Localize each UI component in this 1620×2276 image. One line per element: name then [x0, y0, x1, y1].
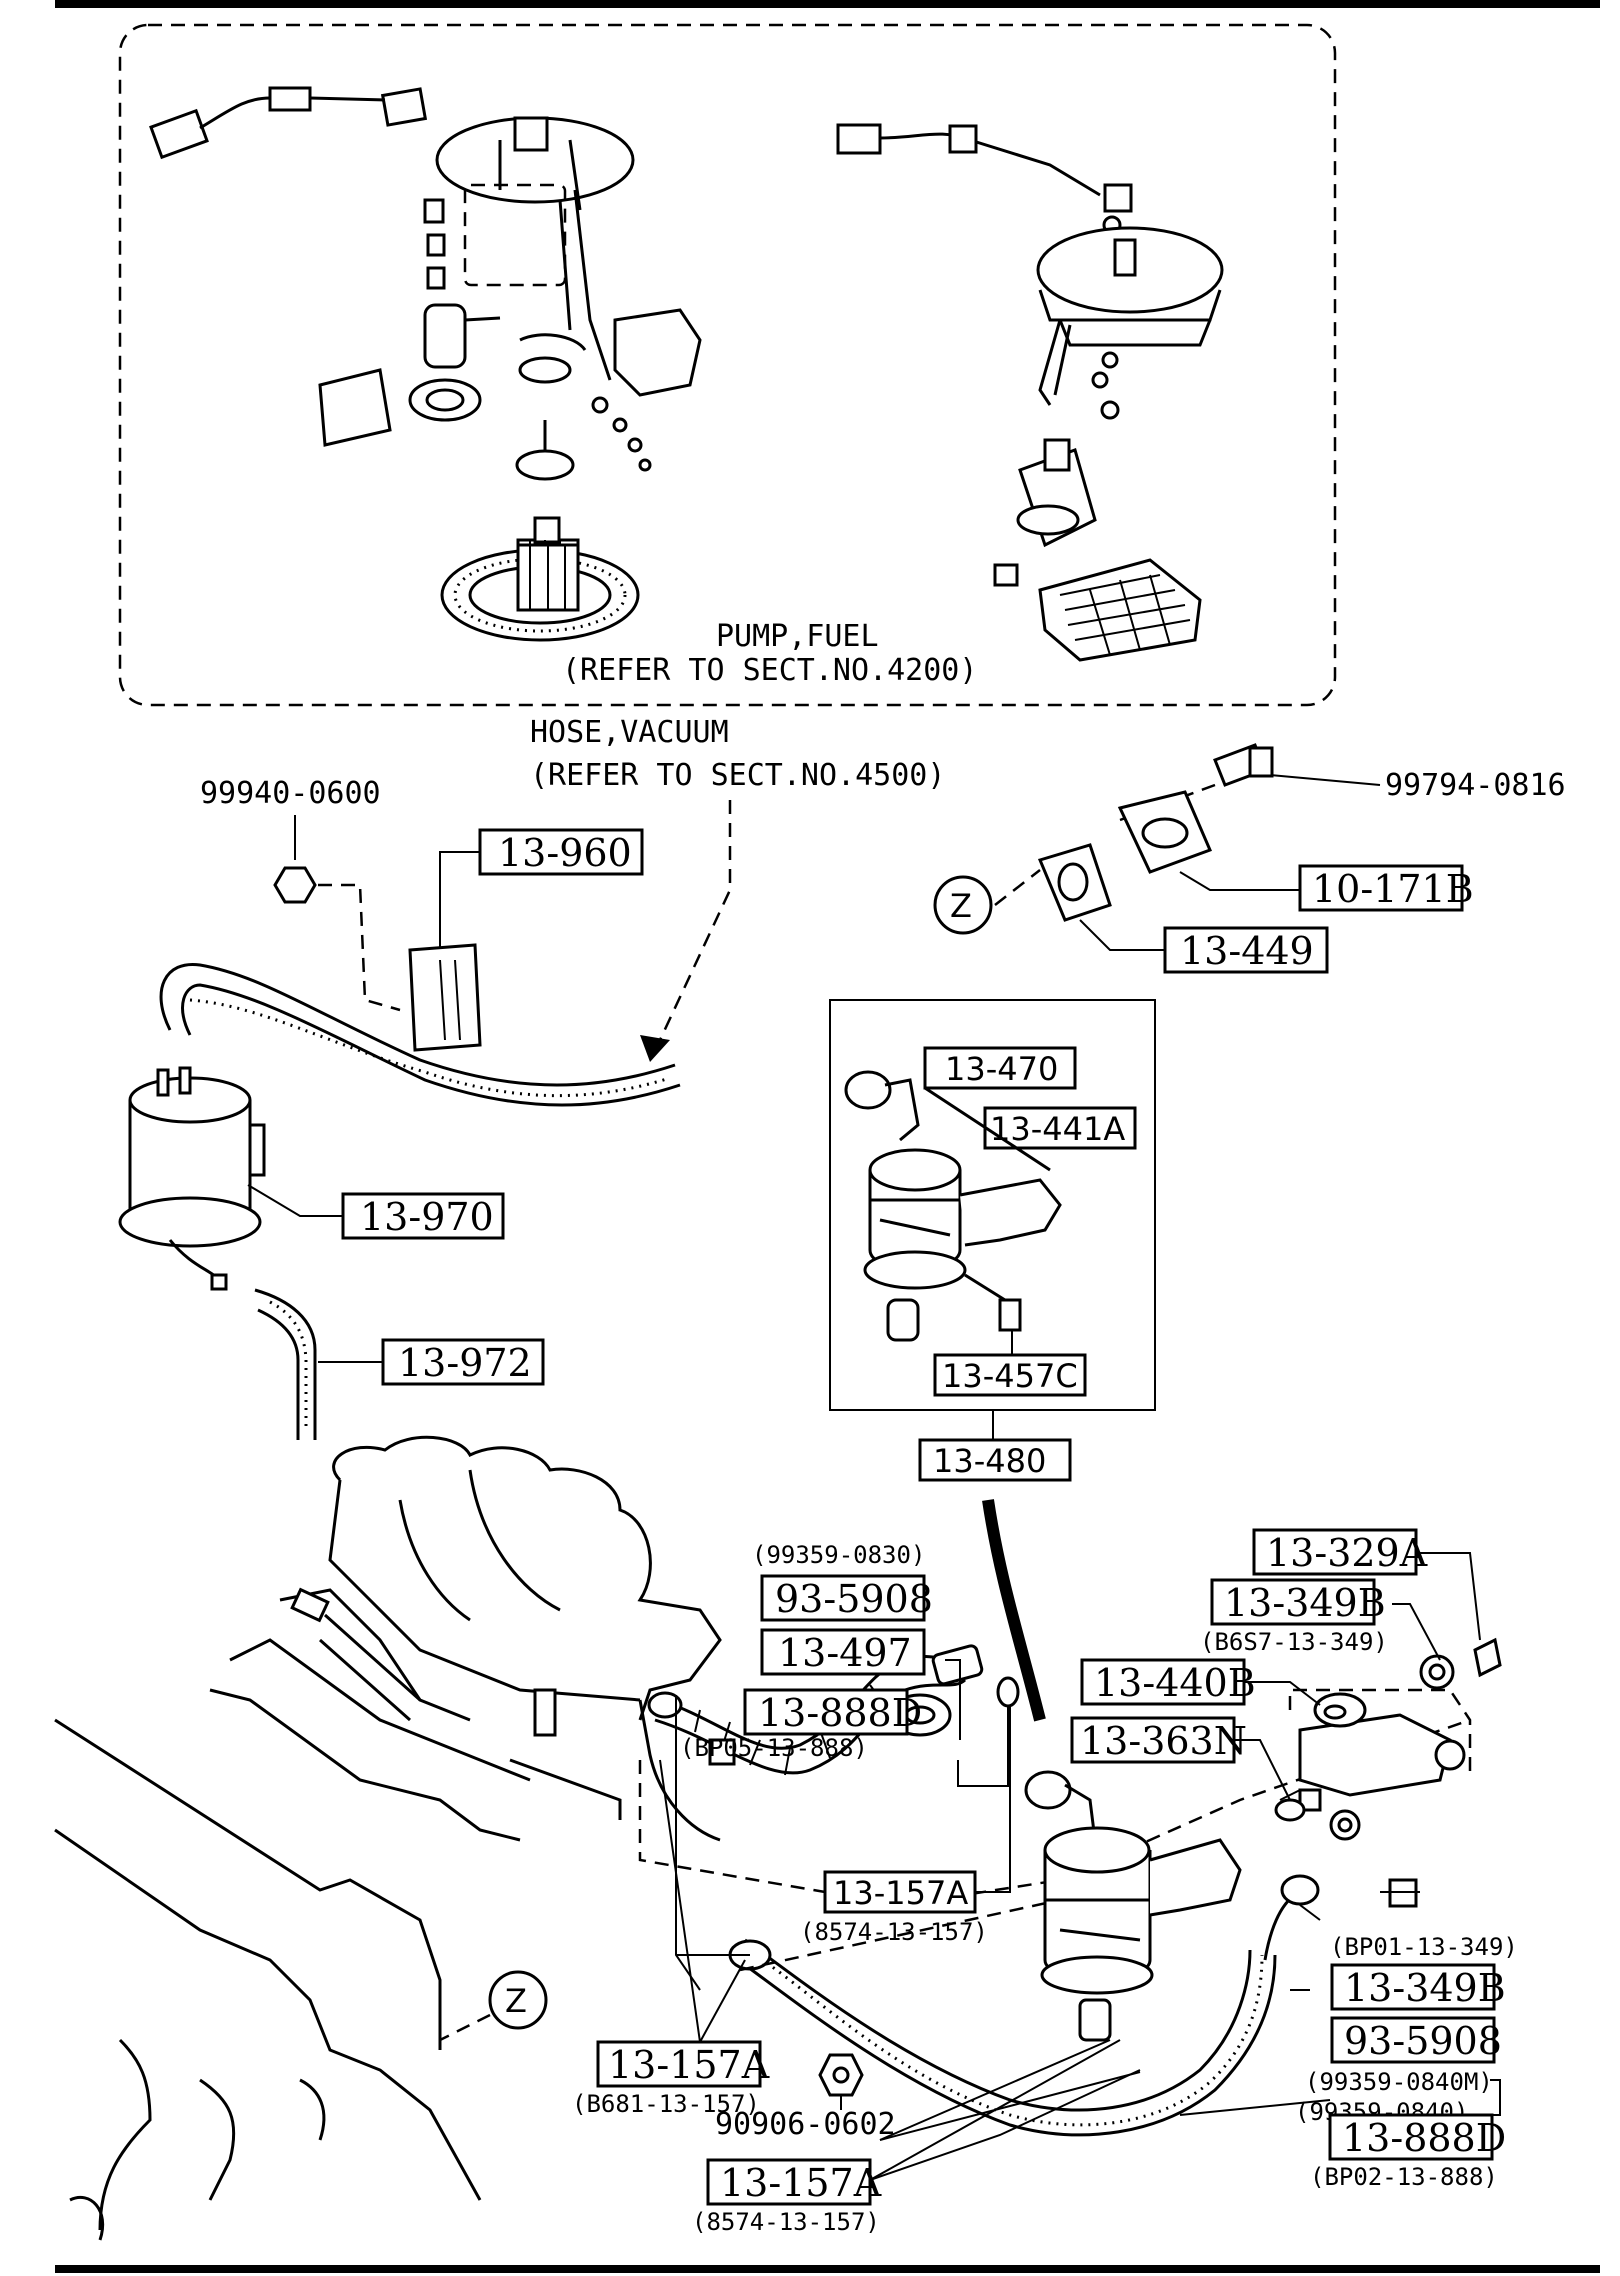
callout-box-13-440b	[1080, 1658, 1246, 1706]
callout-13-349b-b: 13-349B	[1344, 1966, 1506, 2010]
callout-box-10-171b	[1298, 864, 1464, 912]
callout-box-13-349b-a	[1210, 1578, 1376, 1626]
hose-13-888d-lower	[744, 1938, 1277, 2137]
solenoid-valve-upper	[844, 1070, 1062, 1342]
hose-13-972	[254, 1288, 317, 1440]
callout-13-157a-b: 13-157A	[608, 2043, 770, 2087]
callout-bp05-13-888: (BP05-13-888)	[680, 1734, 868, 1762]
callout-bp01-13-349: (BP01-13-349)	[1330, 1933, 1518, 1961]
callout-13-888d-a: 13-888D	[758, 1691, 922, 1735]
callout-99359-0830: (99359-0830)	[752, 1541, 925, 1569]
callout-13-960: 13-960	[498, 831, 632, 875]
callout-13-363n: 13-363N	[1080, 1719, 1247, 1763]
callout-8574-13-157-b: (8574-13-157)	[692, 2208, 880, 2236]
callout-box-13-157a-a	[823, 1870, 977, 1914]
z-marker-lower-label: Z	[505, 1982, 527, 2020]
fuel-pump-assembly-left	[149, 86, 702, 642]
callout-13-441a: 13-441A	[990, 1110, 1125, 1148]
callout-box-13-970	[341, 1192, 505, 1240]
top-border	[55, 0, 1600, 8]
fuel-pump-subgroup-dashed	[463, 183, 567, 287]
pump-fuel-reference: (REFER TO SECT.NO.4200)	[562, 653, 977, 688]
callout-13-440b: 13-440B	[1094, 1661, 1256, 1705]
bracket-assembly-right	[1274, 1637, 1502, 1908]
callout-box-93-5908-b	[1330, 2016, 1496, 2064]
callout-b6s7-13-349: (B6S7-13-349)	[1200, 1628, 1388, 1656]
fuel-pump-assembly-right	[836, 123, 1224, 662]
hose-vacuum-leader	[658, 800, 732, 1041]
assembly-pointer	[982, 1499, 1046, 1722]
callout-box-13-157a-b	[596, 2040, 762, 2088]
callout-13-972: 13-972	[398, 1341, 532, 1385]
callout-13-497: 13-497	[778, 1631, 912, 1675]
solenoid-valve-lower	[1024, 1770, 1242, 2042]
pump-fuel-title: PUMP,FUEL	[716, 619, 879, 654]
callout-13-349b-a: 13-349B	[1224, 1581, 1386, 1625]
bracket-13-960	[408, 943, 482, 1052]
callout-box-93-5908-a	[760, 1574, 926, 1622]
callout-box-13-349b-b	[1330, 1963, 1496, 2011]
callout-99359-0840m: (99359-0840M)	[1305, 2068, 1493, 2096]
callout-box-13-470	[923, 1046, 1077, 1090]
callout-box-13-441a	[983, 1106, 1137, 1150]
callout-bp02-13-888: (BP02-13-888)	[1310, 2163, 1498, 2191]
hose-vacuum-title: HOSE,VACUUM	[530, 715, 729, 750]
bottom-border	[55, 2265, 1600, 2273]
callout-13-480: 13-480	[933, 1442, 1046, 1480]
z-marker-upper-label: Z	[950, 887, 972, 925]
callout-99940-0600: 99940-0600	[200, 776, 381, 811]
callout-13-449: 13-449	[1180, 929, 1314, 973]
nut-99940-0600	[273, 866, 317, 904]
callout-box-13-888d-a	[743, 1688, 909, 1736]
callout-box-13-329a	[1252, 1528, 1418, 1576]
callout-box-13-960	[478, 828, 644, 876]
callout-box-13-480	[918, 1438, 1072, 1482]
callout-box-13-363n	[1070, 1716, 1236, 1764]
vacuum-hose	[159, 962, 676, 1087]
callout-box-13-497	[760, 1628, 926, 1676]
callout-93-5908-a: 93-5908	[775, 1577, 933, 1621]
hose-to-pump	[1263, 1893, 1296, 1961]
callout-box-13-888d-b	[1328, 2113, 1494, 2161]
z-marker-upper	[933, 875, 993, 935]
callout-13-157a-c: 13-157A	[720, 2161, 882, 2205]
callout-99794-0816: 99794-0816	[1385, 768, 1566, 803]
callout-13-470: 13-470	[945, 1050, 1058, 1088]
callout-13-329a: 13-329A	[1266, 1531, 1428, 1575]
callout-13-457c: 13-457C	[942, 1357, 1078, 1395]
hose-vacuum-arrowhead	[640, 1035, 670, 1062]
vacuum-hose-outer	[181, 983, 681, 1107]
callout-13-157a-a: 13-157A	[833, 1874, 968, 1912]
callout-b681-13-157: (B681-13-157)	[572, 2090, 760, 2118]
hose-vacuum-reference: (REFER TO SECT.NO.4500)	[530, 758, 945, 793]
callout-10-171b: 10-171B	[1312, 867, 1474, 911]
callout-13-888d-b: 13-888D	[1342, 2116, 1506, 2160]
callout-box-13-457c	[933, 1353, 1087, 1397]
pump-fuel-dashed-frame	[118, 23, 1337, 707]
callout-13-970: 13-970	[360, 1195, 494, 1239]
pump-fuel-reference-group: PUMP,FUEL (REFER TO SECT.NO.4200)	[118, 23, 1337, 707]
callout-box-13-157a-c	[706, 2158, 872, 2206]
engine-block	[54, 1718, 482, 2241]
z-marker-lower	[488, 1970, 548, 2030]
callout-93-5908-b: 93-5908	[1344, 2019, 1502, 2063]
callout-8574-13-157-a: (8574-13-157)	[800, 1918, 988, 1946]
intake-manifold	[209, 1435, 722, 1842]
callout-90906-0602: 90906-0602	[715, 2107, 896, 2142]
canister-13-970	[118, 1066, 266, 1291]
